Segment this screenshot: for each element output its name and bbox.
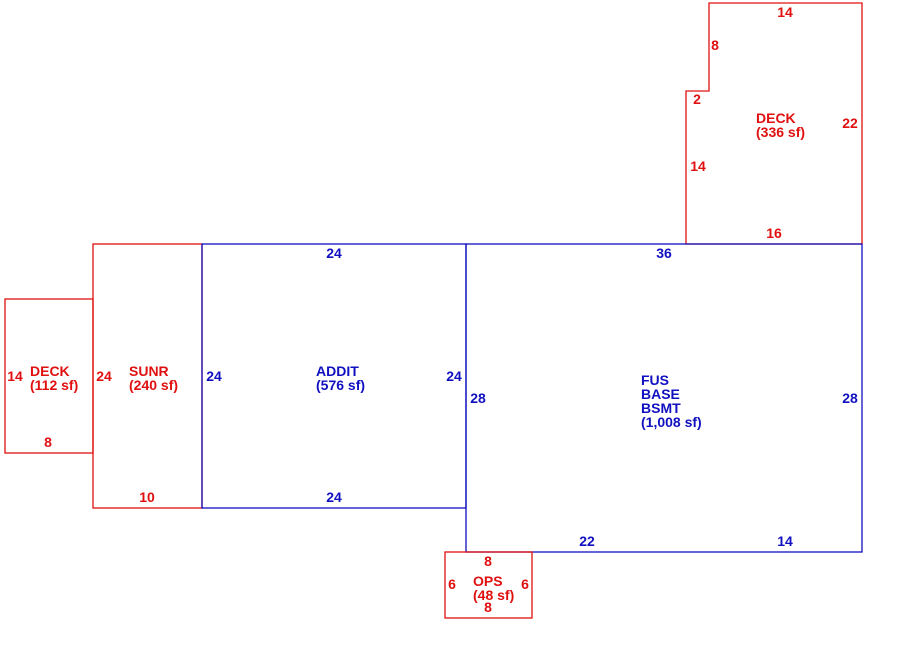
main-dim-bottom-right: 14 — [777, 533, 793, 549]
deck-left-size: (112 sf) — [30, 377, 78, 393]
addition-size: (576 sf) — [316, 377, 365, 393]
deck-top-size: (336 sf) — [756, 124, 805, 140]
addition-name: ADDIT — [316, 363, 359, 379]
deck-top-dim-right: 22 — [842, 115, 858, 131]
addition-dim-left: 24 — [206, 368, 222, 384]
main-house-outline — [465, 243, 863, 553]
deck-top-dim-bottom: 16 — [766, 225, 782, 241]
main-name-line-2: BASE — [641, 386, 680, 402]
ops-dim-bottom: 8 — [484, 599, 492, 615]
ops-dim-top: 8 — [484, 553, 492, 569]
ops-dim-left: 6 — [448, 576, 456, 592]
addition-dim-top: 24 — [326, 245, 342, 261]
main-size: (1,008 sf) — [641, 414, 702, 430]
sunroom-dim-left: 24 — [96, 368, 112, 384]
ops-size: (48 sf) — [473, 587, 514, 603]
main-name-line-1: FUS — [641, 372, 669, 388]
main-dim-top: 36 — [656, 245, 672, 261]
main-name-line-3: BSMT — [641, 400, 681, 416]
ops-dim-right: 6 — [521, 576, 529, 592]
sunroom-size: (240 sf) — [129, 377, 178, 393]
deck-left-dim-bottom: 8 — [44, 434, 52, 450]
deck-top-dim-top: 14 — [777, 4, 793, 20]
deck-left-name: DECK — [30, 363, 70, 379]
main-dim-bottom-left: 22 — [579, 533, 595, 549]
ops-name: OPS — [473, 573, 503, 589]
addition-dim-right: 24 — [446, 368, 462, 384]
ops-outline — [444, 551, 533, 619]
addition-dim-bottom: 24 — [326, 489, 342, 505]
main-dim-left: 28 — [470, 390, 486, 406]
deck-top-dim-left: 14 — [690, 158, 706, 174]
deck-top-dim-step-v: 8 — [711, 37, 719, 53]
deck-top-dim-step-h: 2 — [693, 91, 701, 107]
deck-left-dim-left: 14 — [7, 368, 23, 384]
deck-top-name: DECK — [756, 110, 796, 126]
sunroom-dim-bottom: 10 — [139, 489, 155, 505]
main-dim-right: 28 — [842, 390, 858, 406]
sunroom-name: SUNR — [129, 363, 169, 379]
